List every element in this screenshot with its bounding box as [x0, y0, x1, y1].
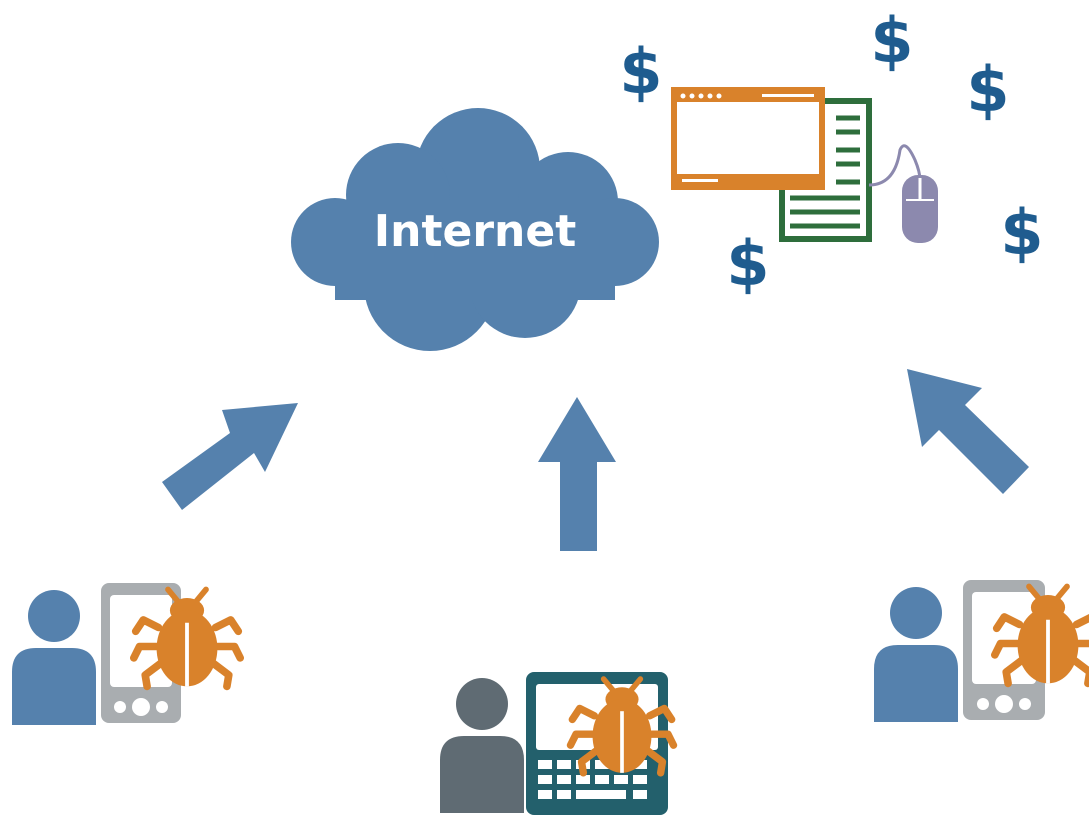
money-group: $ $ $ $ $: [619, 4, 1043, 300]
monitor-icon: [671, 87, 825, 190]
arrow-left: [162, 403, 298, 510]
mouse-icon: [868, 144, 938, 243]
arrow-center: [538, 397, 616, 551]
dollar-icon: $: [966, 53, 1009, 126]
bot-center: [440, 672, 674, 815]
bot-left: [12, 583, 240, 725]
bot-right: [874, 580, 1089, 722]
dollar-icon: $: [870, 4, 913, 77]
cloud-label: Internet: [374, 206, 576, 257]
dollar-icon: $: [726, 227, 769, 300]
arrow-icon: [162, 403, 298, 510]
dollar-icon: $: [1000, 196, 1043, 269]
arrow-icon: [907, 369, 1029, 494]
user-icon: [874, 587, 958, 722]
user-icon: [12, 590, 96, 725]
user-icon: [440, 678, 524, 813]
arrow-icon: [538, 397, 616, 551]
arrow-right: [907, 369, 1029, 494]
server-computer-icon: [671, 87, 938, 243]
dollar-icon: $: [619, 35, 662, 108]
cloud-icon: [291, 108, 659, 351]
internet-cloud: Internet: [291, 108, 659, 351]
